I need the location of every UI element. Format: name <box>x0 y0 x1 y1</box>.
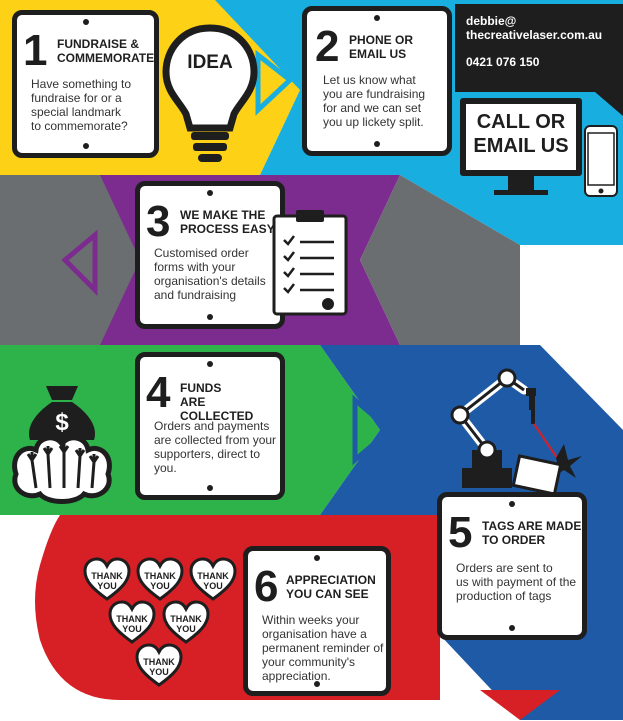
idea-label: IDEA <box>187 52 233 73</box>
heart-label-thank: THANK <box>170 614 202 624</box>
heart-label-you: YOU <box>150 581 170 591</box>
step-3-number: 3 <box>146 197 171 246</box>
phone-icon <box>584 125 618 197</box>
arrow-red-down <box>480 690 560 720</box>
step-1-number: 1 <box>23 26 48 75</box>
arrow-yellow-to-cyan <box>255 49 294 116</box>
heart-label-thank: THANK <box>143 657 175 667</box>
money-bag-hands-icon: $ <box>12 386 112 504</box>
step-5-number: 5 <box>448 508 473 557</box>
step-2-number: 2 <box>315 22 340 71</box>
heart-label-you: YOU <box>97 581 117 591</box>
dollar-sign: $ <box>55 409 69 436</box>
heart-label-you: YOU <box>122 624 142 634</box>
heart-label-you: YOU <box>203 581 223 591</box>
arrow-purple-right <box>371 223 408 297</box>
step-1-card: 1 FUNDRAISE &COMMEMORATE Have something … <box>12 10 159 158</box>
heart-label-you: YOU <box>149 667 169 677</box>
band-grey-left <box>0 175 140 345</box>
lightbulb-icon: IDEA <box>162 24 258 162</box>
clipboard-icon <box>272 210 348 316</box>
heart-label-thank: THANK <box>116 614 148 624</box>
heart-label-thank: THANK <box>144 571 176 581</box>
band-grey-right <box>360 175 520 345</box>
contact-phone[interactable]: 0421 076 150 <box>466 55 540 69</box>
arrow-grey-left <box>61 229 98 297</box>
heart-label-you: YOU <box>176 624 196 634</box>
step-6-number: 6 <box>254 562 279 611</box>
step-1-title: FUNDRAISE &COMMEMORATE <box>57 37 155 65</box>
monitor-icon <box>460 98 582 195</box>
contact-email[interactable]: debbie@thecreativelaser.com.au <box>466 14 603 42</box>
contact-bubble <box>455 4 623 116</box>
arrow-green-right <box>352 394 394 466</box>
step-4-number: 4 <box>146 368 171 417</box>
heart-label-thank: THANK <box>91 571 123 581</box>
robot-arm-icon <box>450 368 582 495</box>
heart-label-thank: THANK <box>197 571 229 581</box>
